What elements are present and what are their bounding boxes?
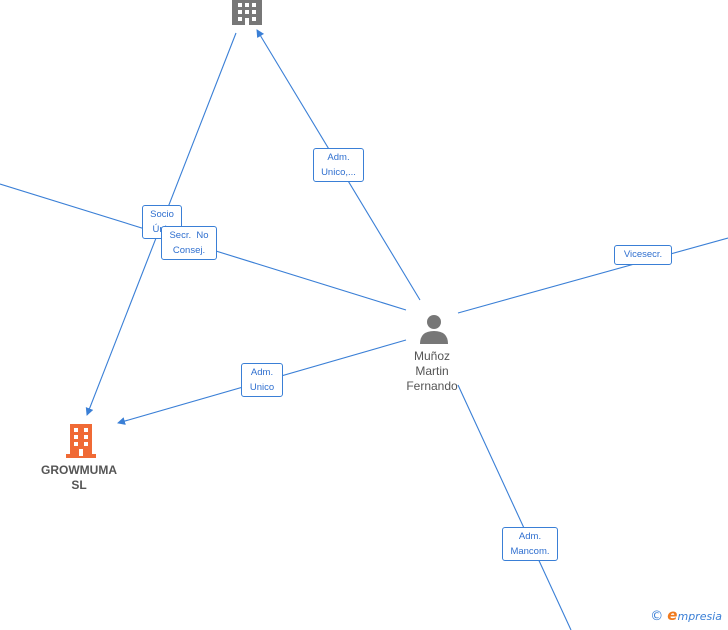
edge-label-adm-unico-growmuma[interactable]: Adm. Unico [241,363,283,397]
growmuma-building-icon[interactable] [66,424,96,458]
edge-label-adm-unico-top-line2: Unico,... [321,167,356,178]
edge-label-vicesecr-line1: Vicesecr. [623,249,663,260]
empresia-brand: ©empresia [650,606,722,624]
person-label-line2: Martin [415,364,449,378]
edge-person-to-right[interactable] [457,237,728,314]
edge-label-adm-unico-top-line1: Adm. [327,152,350,163]
edge-label-adm-mancom-line2: Mancom. [510,546,550,557]
growmuma-label-line1: GROWMUMA [41,463,117,477]
top-company-building-icon[interactable] [232,0,262,25]
person-label[interactable]: Muñoz Martin Fernando [396,349,468,394]
edge-label-vicesecr[interactable]: Vicesecr. [614,245,672,265]
copyright-symbol: © [650,609,664,624]
edge-label-adm-unico-growmuma-line2: Unico [249,382,275,393]
growmuma-label[interactable]: GROWMUMA SL [30,463,128,493]
person-label-line1: Muñoz [413,349,451,363]
edge-label-secr-no-consej[interactable]: Secr. No Consej. [161,226,217,260]
brand-e-letter: e [667,606,678,624]
edge-label-adm-mancom[interactable]: Adm. Mancom. [502,527,558,561]
edge-label-adm-unico-top[interactable]: Adm. Unico,... [313,148,364,182]
person-label-line3: Fernando [406,379,458,393]
edge-label-adm-unico-growmuma-line1: Adm. [250,367,274,378]
edge-label-adm-mancom-line1: Adm. [518,531,542,542]
brand-name: mpresia [677,610,722,623]
edge-label-secr-no-consej-line2: Consej. [172,245,206,256]
edge-label-secr-no-consej-line1: Secr. No [169,230,209,241]
person-icon[interactable] [420,315,448,344]
growmuma-label-line2: SL [71,478,87,492]
edge-person-to-bottom[interactable] [457,384,572,630]
edge-label-socio-unico-line1: Socio [150,209,174,220]
